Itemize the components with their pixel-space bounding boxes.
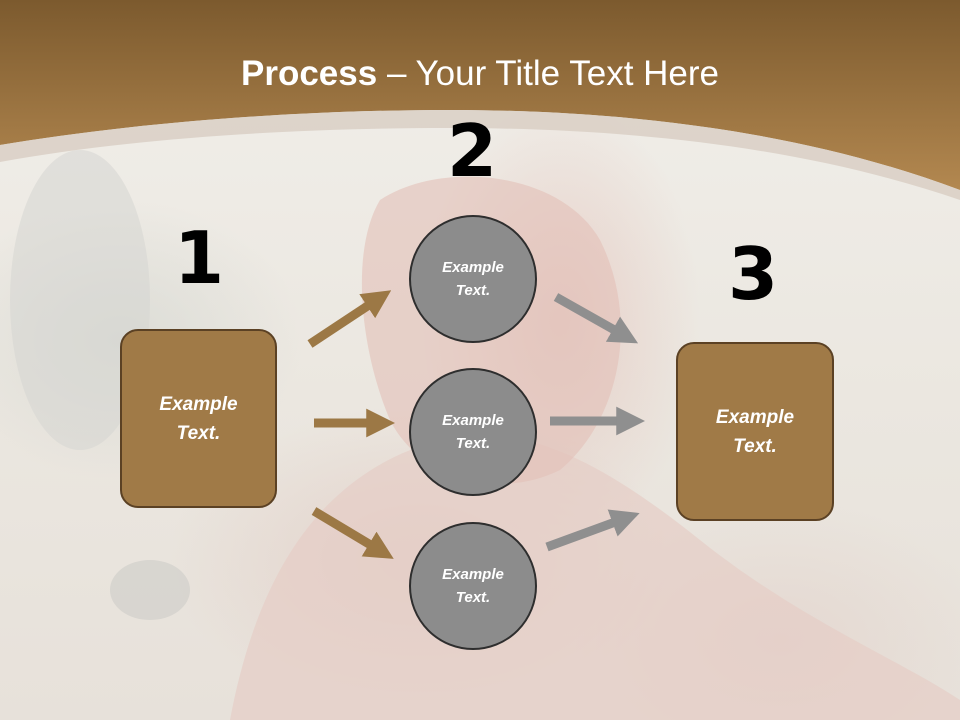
title-rest: – Your Title Text Here	[377, 54, 719, 93]
step-2-label-middle: Example Text.	[442, 412, 504, 452]
arrow-1-to-2-bottom	[311, 507, 394, 559]
arrow-2-bottom-to-3	[545, 509, 640, 552]
step-1-box: Example Text.	[120, 329, 277, 508]
step-number-3: 3	[727, 232, 779, 316]
step-2-circle-bottom: Example Text.	[409, 522, 537, 650]
hand-shape	[230, 434, 960, 720]
title-bold: Process	[241, 54, 378, 93]
step-3-label: Example Text.	[715, 406, 795, 457]
step-3-box: Example Text.	[676, 342, 834, 521]
step-number-1: 1	[173, 216, 225, 300]
step-1-label: Example Text.	[159, 393, 238, 444]
step-2-label-top: Example Text.	[442, 259, 504, 299]
arrow-1-to-2-top	[307, 290, 392, 348]
step-2-label-bottom: Example Text.	[442, 566, 504, 606]
header-swoosh	[0, 110, 960, 200]
header-band	[0, 0, 960, 190]
arrow-2-top-to-3	[553, 293, 639, 344]
step-2-circle-top: Example Text.	[409, 215, 537, 343]
slide-title: Process – Your Title Text Here	[0, 52, 960, 96]
step-number-2: 2	[446, 109, 498, 193]
drain-shape	[110, 560, 190, 620]
step-2-circle-middle: Example Text.	[409, 368, 537, 496]
faucet-shape	[10, 150, 150, 450]
